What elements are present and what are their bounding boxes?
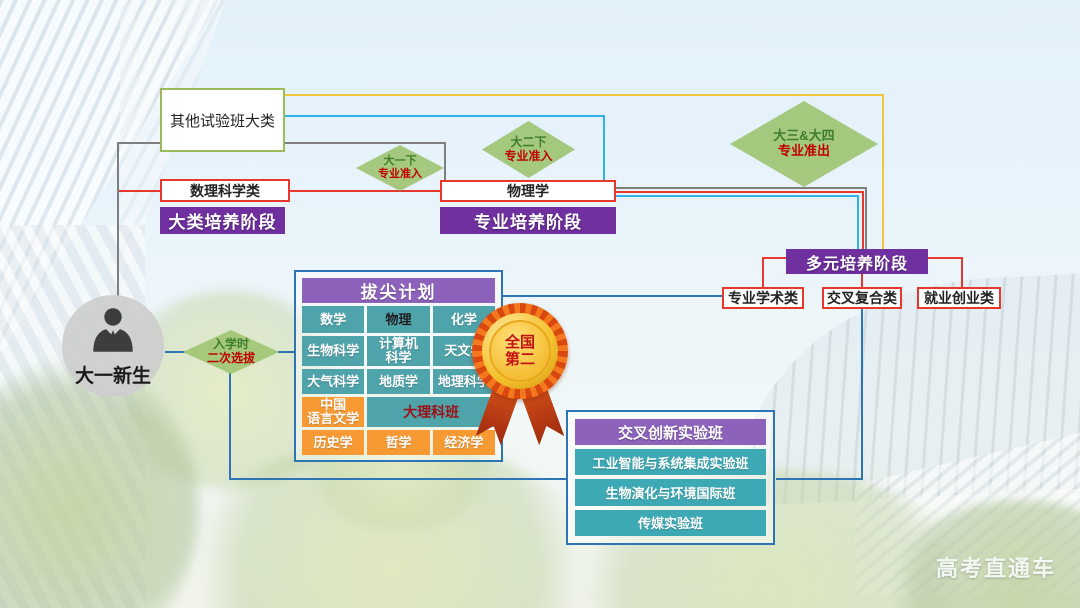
box-track-academic: 专业学术类 bbox=[722, 287, 804, 309]
plan-cell-physics: 物理 bbox=[367, 306, 430, 333]
freshman-label: 大一新生 bbox=[74, 366, 151, 387]
banner-stage2: 专业培养阶段 bbox=[440, 207, 616, 234]
decision-year34-line1: 大三&大四 bbox=[773, 128, 835, 144]
connector-red-track3-h bbox=[928, 257, 963, 259]
decision-entry-line2: 二次选拔 bbox=[206, 351, 255, 365]
person-icon bbox=[93, 308, 133, 352]
plan-cell-science-class: 大理科班 bbox=[367, 397, 495, 427]
plan-cell-economics: 经济学 bbox=[432, 430, 495, 455]
box-track-interdisciplinary: 交叉复合类 bbox=[822, 287, 902, 309]
cross-class-item-media: 传媒实验班 bbox=[575, 509, 766, 536]
connector-gray-v-physics bbox=[444, 143, 446, 181]
connector-blue-cross-h bbox=[776, 478, 863, 480]
top-plan-grid: 数学 物理 化学 生物科学 计算机 科学 天文学 大气科学 地质学 地理科学 中… bbox=[302, 306, 495, 455]
plan-cell-biology: 生物科学 bbox=[302, 336, 365, 366]
connector-blue-bottom-h bbox=[229, 478, 568, 480]
connector-blue-diamond-down bbox=[229, 372, 231, 480]
box-track-employment: 就业创业类 bbox=[917, 287, 1001, 309]
plan-cell-atmos: 大气科学 bbox=[302, 369, 365, 394]
plan-cell-math: 数学 bbox=[302, 306, 365, 333]
decision-entry-line1: 入学时 bbox=[212, 337, 249, 352]
banner-stage3: 多元培养阶段 bbox=[786, 249, 928, 274]
plan-cell-geology: 地质学 bbox=[367, 369, 430, 394]
connector-gray-v-stage3 bbox=[865, 188, 867, 249]
top-plan-panel: 拔尖计划 数学 物理 化学 生物科学 计算机 科学 天文学 大气科学 地质学 地… bbox=[294, 270, 503, 462]
decision-year1-line1: 大一下 bbox=[383, 155, 417, 168]
top-plan-title: 拔尖计划 bbox=[302, 278, 495, 303]
plan-cell-chinese: 中国 语言文学 bbox=[302, 397, 365, 427]
connector-red-v-stage3 bbox=[862, 192, 864, 249]
connector-red-h-right bbox=[616, 191, 864, 193]
connector-cyan-v-stage3 bbox=[857, 196, 859, 249]
banner-stage1: 大类培养阶段 bbox=[160, 207, 285, 234]
cross-class-panel: 交叉创新实验班 工业智能与系统集成实验班 生物演化与环境国际班 传媒实验班 bbox=[566, 410, 775, 545]
connector-red-track3-v bbox=[961, 257, 963, 287]
connector-red-track1-h bbox=[762, 257, 788, 259]
medal-center: 全国 第二 bbox=[489, 320, 551, 382]
connector-cyan-v-physics bbox=[603, 116, 605, 181]
freshman-avatar: 大一新生 bbox=[62, 295, 164, 397]
decision-year1-line2: 专业准入 bbox=[378, 168, 422, 180]
connector-yellow-v-stage3 bbox=[882, 95, 884, 249]
connector-gray-v-avatar bbox=[117, 143, 119, 297]
cross-class-item-industrial: 工业智能与系统集成实验班 bbox=[575, 449, 766, 476]
national-rank-medal: 全国 第二 bbox=[470, 303, 570, 448]
cross-class-title: 交叉创新实验班 bbox=[575, 419, 766, 445]
connector-red-track2-v bbox=[861, 274, 863, 287]
connector-blue-avatar-diamond bbox=[165, 351, 185, 353]
plan-cell-philosophy: 哲学 bbox=[367, 430, 430, 455]
connector-yellow-h-top bbox=[285, 94, 884, 96]
connector-blue-plan-track1 bbox=[503, 295, 723, 297]
watermark: 高考直通车 bbox=[936, 556, 1057, 581]
connector-gray-h-right bbox=[616, 187, 867, 189]
box-math-science-category: 数理科学类 bbox=[160, 179, 290, 202]
connector-blue-diamond-plan bbox=[278, 351, 296, 353]
connector-cyan-h-right bbox=[616, 195, 859, 197]
connector-red-track1-v bbox=[762, 257, 764, 287]
decision-year2-line2: 专业准入 bbox=[504, 148, 553, 163]
medal-text-line1: 全国 bbox=[504, 333, 535, 351]
plan-cell-cs: 计算机 科学 bbox=[367, 336, 430, 366]
decision-year2-line1: 大二下 bbox=[510, 134, 547, 149]
decision-year34-line2: 专业准出 bbox=[777, 143, 830, 158]
box-other-experimental-class: 其他试验班大类 bbox=[160, 88, 285, 152]
plan-cell-history: 历史学 bbox=[302, 430, 365, 455]
connector-blue-track2-down bbox=[861, 308, 863, 480]
medal-text-line2: 第二 bbox=[504, 351, 535, 368]
box-physics: 物理学 bbox=[440, 180, 616, 202]
connector-cyan-h-top bbox=[285, 115, 605, 117]
cross-class-item-bio: 生物演化与环境国际班 bbox=[575, 479, 766, 506]
